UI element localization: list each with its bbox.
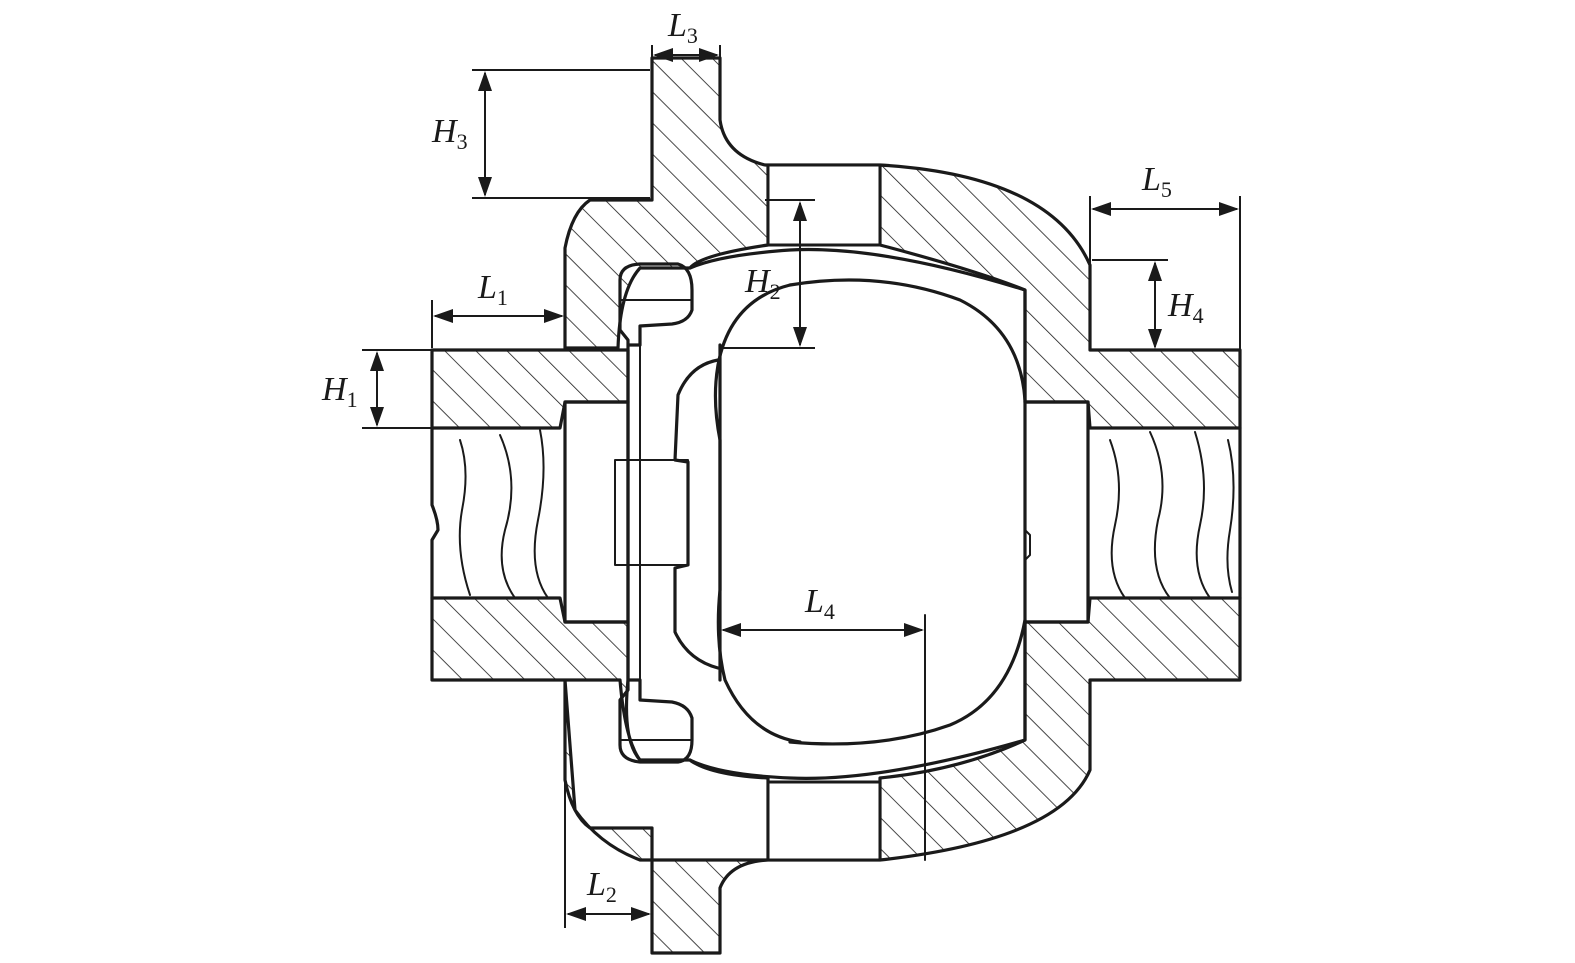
label-l3: L3	[667, 7, 698, 48]
dimension-labels: L3 H3 H2 L1 H1 L5 H4 L4 L2	[321, 7, 1204, 907]
dimension-lines	[362, 45, 1241, 928]
lower-housing-wall	[430, 596, 1242, 955]
internal-cavity	[430, 247, 1242, 780]
label-h4: H4	[1167, 287, 1204, 328]
side-gear	[614, 262, 694, 764]
left-upper-hub	[430, 348, 630, 430]
label-l5: L5	[1141, 161, 1172, 202]
label-l4: L4	[804, 583, 835, 624]
label-h1: H1	[321, 371, 358, 412]
label-l2: L2	[586, 866, 617, 907]
label-l1: L1	[477, 269, 508, 310]
label-h3: H3	[431, 113, 468, 154]
upper-housing-wall	[563, 56, 1242, 430]
label-h2: H2	[744, 263, 781, 304]
